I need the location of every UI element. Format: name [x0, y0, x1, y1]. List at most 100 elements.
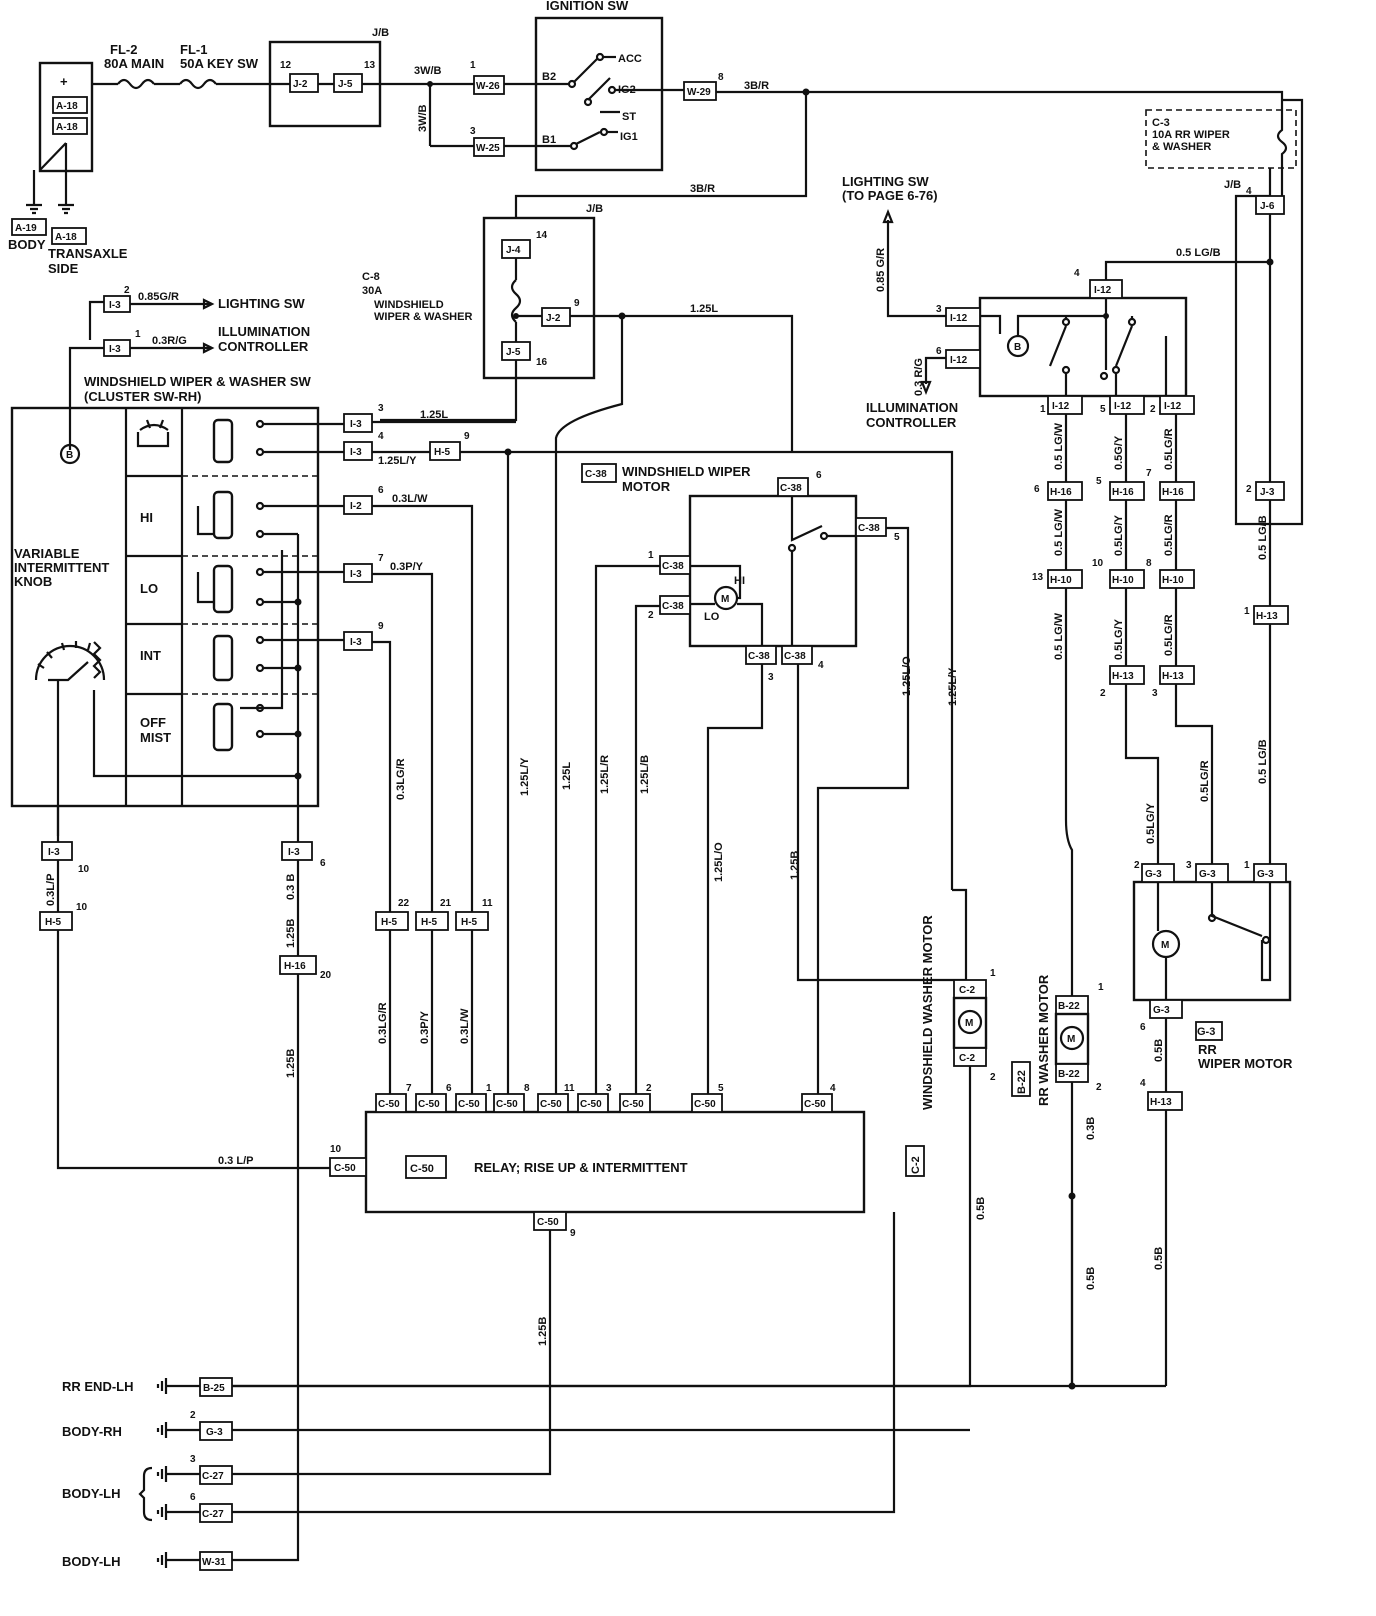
pin-label: 5 [894, 532, 900, 543]
pin-label: 2 [1100, 688, 1106, 699]
wiper-sw-label-2: (CLUSTER SW-RH) [84, 389, 201, 404]
connector-label: H-16 [1050, 487, 1072, 498]
motor-hi-label: HI [734, 575, 745, 587]
pin-label: 6 [378, 485, 384, 496]
fl1-rating: 50A KEY SW [180, 56, 259, 71]
pin-label: 3 [936, 304, 942, 315]
connector-label: H-13 [1162, 671, 1184, 682]
pin-label: 8 [524, 1083, 530, 1094]
ign-term-b2: B2 [542, 71, 556, 83]
pin-label: 9 [570, 1228, 576, 1239]
svg-text:B: B [1014, 342, 1021, 353]
connector-label: B-22 [1058, 1069, 1080, 1080]
svg-text:+: + [60, 74, 68, 89]
wire-label: 1.25L/Y [519, 757, 531, 796]
svg-text:M: M [965, 1018, 973, 1029]
pin-label: 5 [1096, 476, 1102, 487]
rr-wiper-label-2: WIPER MOTOR [1198, 1056, 1293, 1071]
wiper-motor-label-2: MOTOR [622, 479, 671, 494]
connector-label: I-12 [950, 355, 968, 366]
relay-feeds: 1.25L/Y 1.25L 1.25L/R 1.25L/B 1.25L/O 1.… [506, 316, 801, 1094]
wire-label: 1.25L/B [639, 755, 651, 794]
connector-label: J-6 [1260, 201, 1275, 212]
connector-label: C-50 [540, 1099, 562, 1110]
wire-label: 0.5LG/R [1163, 428, 1175, 470]
pin-label: 6 [446, 1083, 452, 1094]
pos-hi: HI [140, 510, 153, 525]
connector-label: I-3 [109, 300, 121, 311]
pin-label: 2 [990, 1072, 996, 1083]
pin-label: 7 [378, 553, 384, 564]
wire-label: 1.25B [285, 919, 297, 948]
pin-label: 4 [1140, 1078, 1146, 1089]
pin-label: 11 [482, 898, 493, 909]
wire-label: 1.25B [285, 1049, 297, 1078]
svg-text:M: M [721, 594, 729, 605]
rr-wiper-tag: G-3 [1197, 1026, 1215, 1038]
wiper-motor-tag: C-38 [585, 469, 607, 480]
c3-label: C-3 [1152, 117, 1170, 129]
pin-label: 4 [830, 1083, 836, 1094]
wire-label: 3W/B [417, 104, 429, 132]
wire-label: 0.3L/W [392, 493, 428, 505]
pos-int: INT [140, 648, 161, 663]
wire-label: 3B/R [690, 183, 715, 195]
relay-rise-up-intermittent: C-50 C-50 C-50 C-50 C-50 C-50 C-50 C-50 … [232, 1083, 896, 1514]
wire-label: 0.3P/Y [419, 1010, 431, 1044]
wire-label: 1.25L/Y [378, 455, 417, 467]
pin-label: 7 [1146, 468, 1152, 479]
pin-label: 16 [536, 357, 548, 368]
lighting-ref-1: LIGHTING SW [842, 174, 929, 189]
rear-switch-block: LIGHTING SW (TO PAGE 6-76) 0.85 G/R I-12… [842, 174, 1274, 996]
connector-label: I-3 [350, 419, 362, 430]
rear-fuse-column: C-3 10A RR WIPER & WASHER J/B J-6 4 J-3 … [1145, 98, 1304, 864]
connector-label: I-2 [350, 501, 362, 512]
connector-label: I-3 [350, 447, 362, 458]
pin-label: 6 [1034, 484, 1040, 495]
pin-label: 10 [78, 864, 90, 875]
lighting-ref-2: (TO PAGE 6-76) [842, 188, 938, 203]
wire-label: 0.5LG/R [1163, 614, 1175, 656]
pin-label: 1 [648, 550, 654, 561]
connector-label: C-50 [804, 1099, 826, 1110]
connector-label: C-38 [662, 561, 684, 572]
connector-label: J-2 [293, 79, 308, 90]
pin-label: 6 [816, 470, 822, 481]
connector-label: C-38 [662, 601, 684, 612]
pin-label: 6 [320, 858, 326, 869]
connector-label: C-50 [496, 1099, 518, 1110]
pin-label: 6 [936, 346, 942, 357]
connector-label: C-38 [780, 483, 802, 494]
connector-label: H-5 [461, 917, 478, 928]
connector-label: H-16 [1112, 487, 1134, 498]
connector-label: H-16 [284, 961, 306, 972]
pin-label: 3 [768, 672, 774, 683]
connector-label: C-38 [748, 651, 770, 662]
connector-label: G-3 [1153, 1005, 1170, 1016]
pin-label: 3 [470, 126, 476, 137]
connector-label: C-2 [959, 1053, 976, 1064]
fusible-links: FL-2 80A MAIN FL-1 50A KEY SW [92, 42, 272, 90]
c8-rating: 30A [362, 285, 382, 297]
wire-label: 0.5LG/Y [1145, 802, 1157, 844]
ignition-switch: IGNITION SW W-26 1 W-25 3 3W/B 3W/B B2 B… [414, 0, 664, 172]
connector-label: W-31 [202, 1557, 226, 1568]
wire-label: 0.5 LG/B [1176, 247, 1221, 259]
lighting-sw-label: LIGHTING SW [218, 296, 305, 311]
wire-label: 1.25L/Y [947, 667, 959, 706]
c3-desc: & WASHER [1152, 141, 1211, 153]
wire-label: 1.25L/O [713, 842, 725, 882]
connector-label: C-50 [458, 1099, 480, 1110]
illum-ctrl-r-2: CONTROLLER [866, 415, 957, 430]
wire-label: 0.5G/Y [1113, 435, 1125, 470]
pin-label: 1 [1040, 404, 1046, 415]
pin-label: 20 [320, 970, 332, 981]
pin-label: 3 [190, 1454, 196, 1465]
wire-label: 0.3R/G [152, 335, 187, 347]
wire-label: 0.5LG/R [1163, 514, 1175, 556]
pin-label: 6 [190, 1492, 196, 1503]
connector-label: H-5 [45, 917, 62, 928]
wire-label: 0.5B [1153, 1247, 1165, 1270]
fl2-label: FL-2 [110, 42, 137, 57]
wire-label: 0.5LG/Y [1113, 618, 1125, 660]
